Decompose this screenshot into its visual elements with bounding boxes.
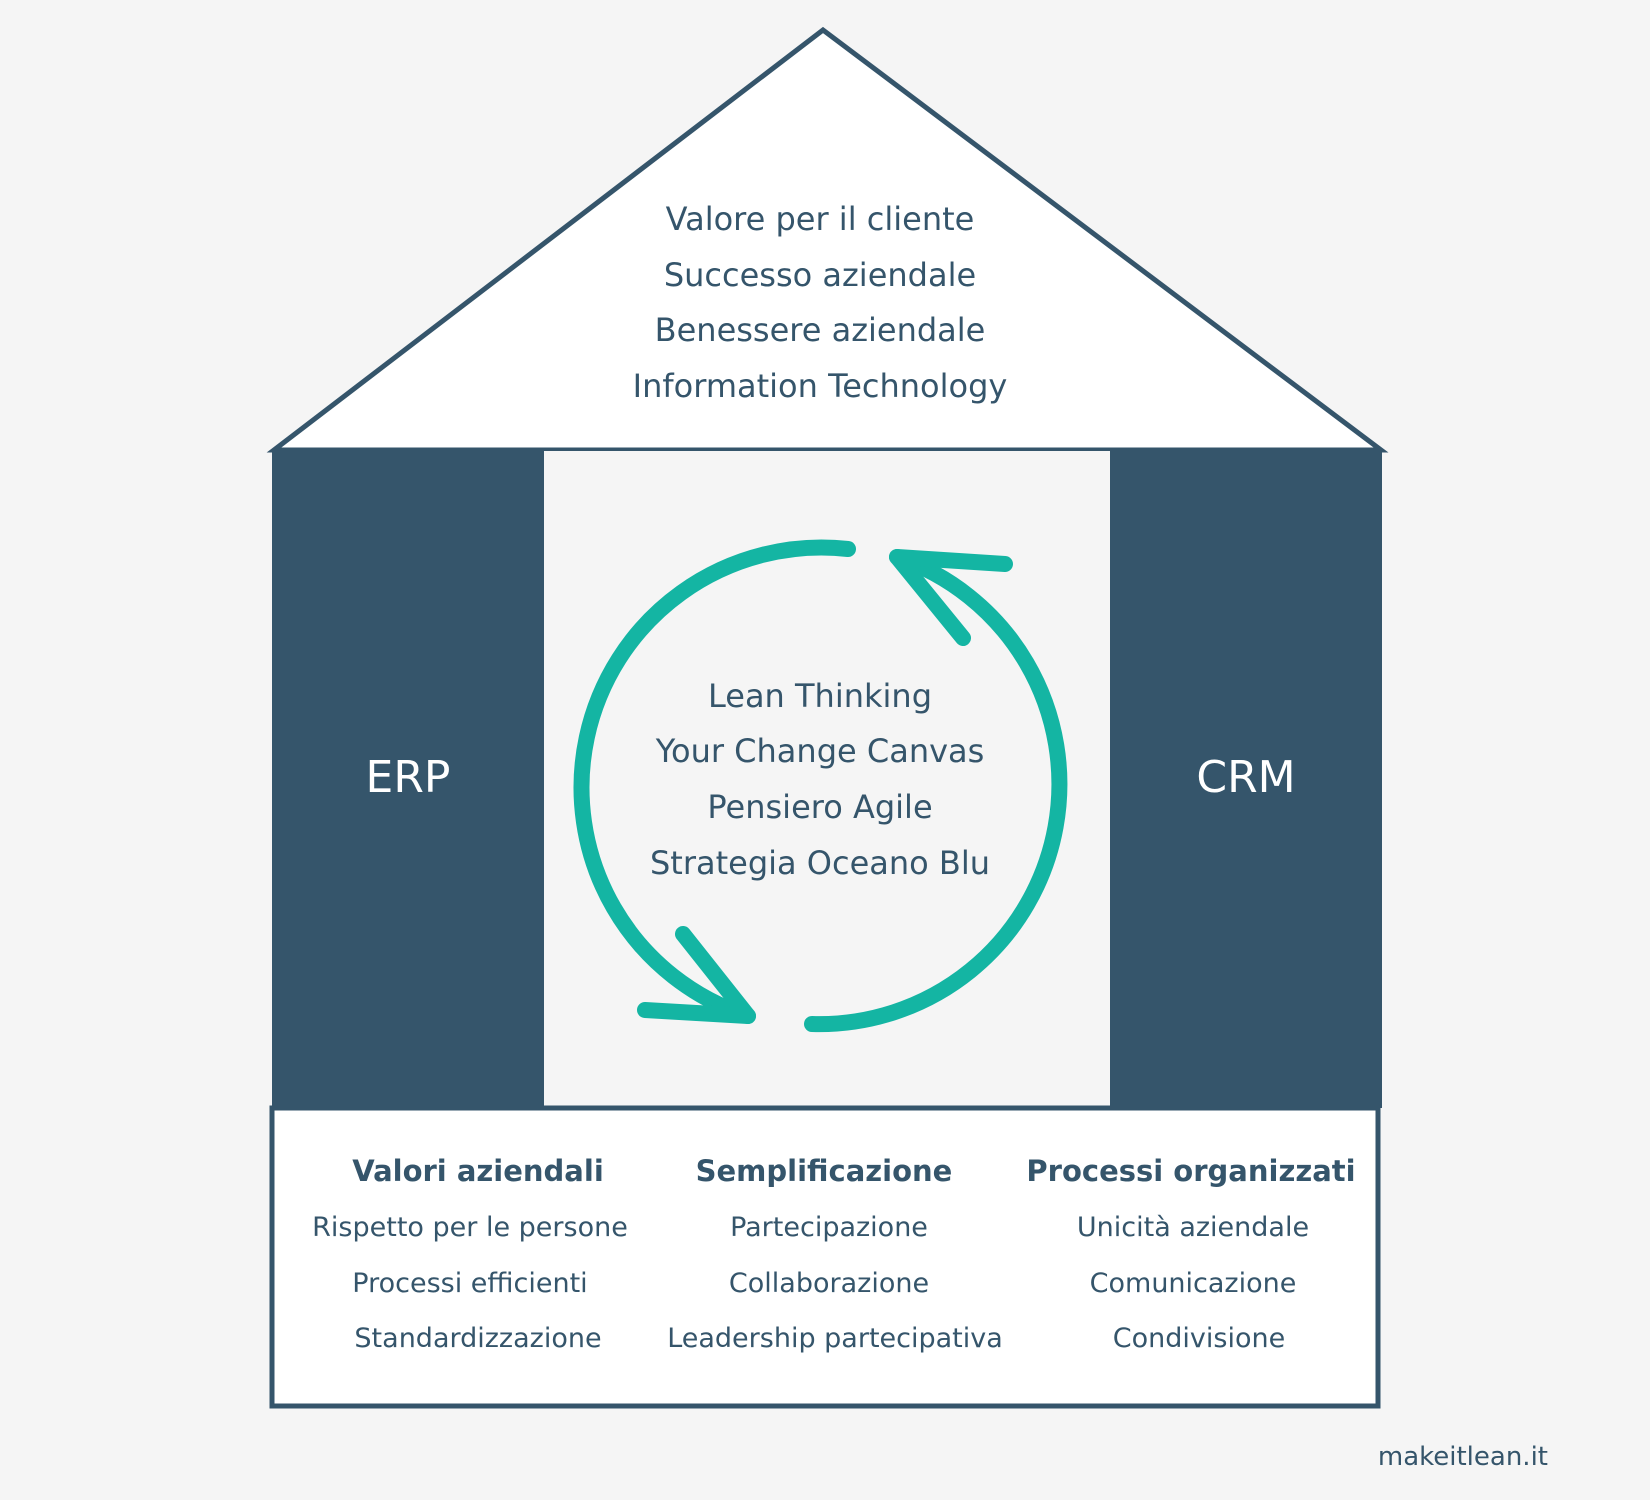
base-col1-item-1: Rispetto per le persone	[312, 1212, 628, 1243]
footer-url[interactable]: makeitlean.it	[1377, 1442, 1548, 1472]
center-line-4: Strategia Oceano Blu	[649, 844, 991, 882]
pillar-right	[1110, 451, 1382, 1108]
base-col3-item-1: Unicità aziendale	[1076, 1212, 1310, 1243]
base-box	[269, 1105, 1381, 1409]
base-col3-item-3: Condivisione	[1112, 1323, 1286, 1354]
center-line-1: Lean Thinking	[707, 677, 933, 715]
cycle-arrows-icon	[573, 539, 1068, 1033]
cycle-arc-right	[804, 549, 1068, 1033]
center-line-3: Pensiero Agile	[707, 788, 933, 826]
cycle-arc-left	[573, 539, 856, 1024]
pillar-left	[272, 451, 544, 1108]
base-col2-item-1: Partecipazione	[730, 1212, 928, 1243]
cycle-arrowhead-right	[889, 549, 1013, 646]
base-col1-item-2: Processi efficienti	[352, 1268, 588, 1299]
roof-line-2: Successo aziendale	[663, 256, 977, 294]
center-area	[544, 451, 1110, 1108]
roof-line-1: Valore per il cliente	[665, 200, 975, 238]
base-col2-item-3: Leadership partecipativa	[667, 1323, 1003, 1354]
base-col1-item-3: Standardizzazione	[354, 1323, 602, 1354]
pillar-left-label: ERP	[365, 752, 451, 803]
roof-line-4: Information Technology	[632, 367, 1008, 405]
center-line-2: Your Change Canvas	[655, 732, 985, 770]
pillar-right-label: CRM	[1196, 752, 1296, 803]
base-col2-item-2: Collaborazione	[728, 1268, 930, 1299]
base-col1-heading: Valori aziendali	[352, 1154, 604, 1188]
base-col2-heading: Semplificazione	[695, 1154, 953, 1188]
base-col3-heading: Processi organizzati	[1026, 1154, 1356, 1188]
roof-triangle	[266, 26, 1389, 453]
roof-line-3: Benessere aziendale	[654, 311, 986, 349]
base-col3-item-2: Comunicazione	[1089, 1268, 1297, 1299]
cycle-arrowhead-left	[637, 926, 756, 1024]
